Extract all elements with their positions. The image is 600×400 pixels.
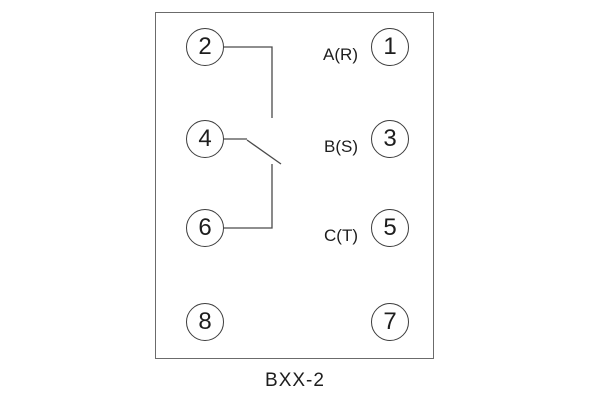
terminal-1-number: 1 [383, 33, 397, 60]
diagram-caption: BXX-2 [265, 370, 325, 391]
terminal-2-number: 2 [198, 33, 212, 60]
terminal-4-number: 4 [198, 125, 212, 152]
terminal-2: 2 [186, 28, 224, 66]
terminal-1: 1 [371, 28, 409, 66]
terminal-7: 7 [371, 303, 409, 341]
terminal-3: 3 [371, 120, 409, 158]
terminal-5: 5 [371, 209, 409, 247]
terminal-4: 4 [186, 120, 224, 158]
phase-label-c: C(T) [324, 226, 358, 245]
diagram-frame [155, 12, 434, 359]
terminal-8-number: 8 [198, 308, 212, 335]
phase-label-a: A(R) [323, 45, 358, 64]
phase-label-b: B(S) [324, 137, 358, 156]
terminal-5-number: 5 [383, 214, 397, 241]
terminal-6-number: 6 [198, 214, 212, 241]
terminal-3-number: 3 [383, 125, 397, 152]
terminal-7-number: 7 [383, 308, 397, 335]
terminal-8: 8 [186, 303, 224, 341]
terminal-6: 6 [186, 209, 224, 247]
